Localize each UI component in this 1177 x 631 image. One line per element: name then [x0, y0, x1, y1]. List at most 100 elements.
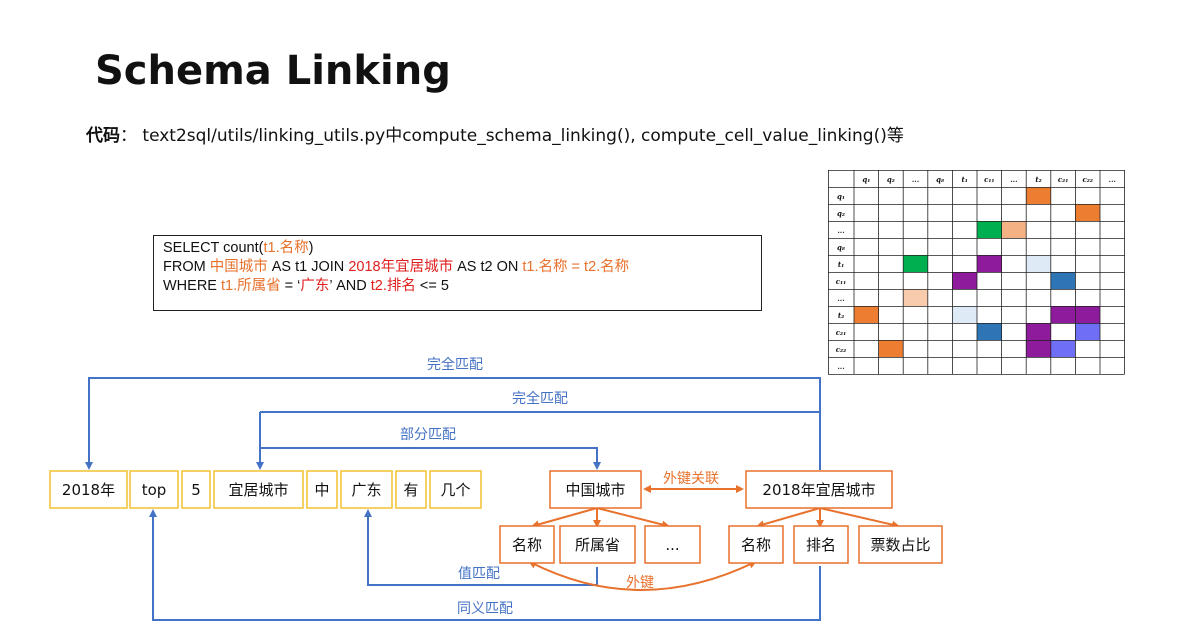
token-box: [306, 470, 338, 509]
sql-column-ref: t1.名称: [263, 240, 309, 256]
token-text: 5: [191, 481, 201, 499]
value-match-link: [364, 509, 598, 586]
sql-table-ref: 中国城市: [209, 259, 268, 275]
matrix-cell-filled: [1050, 306, 1076, 323]
sql-text: ): [308, 240, 314, 256]
exact-match-label-1: 完全匹配: [427, 356, 483, 373]
orange-links: [528, 485, 900, 591]
matrix-cell-filled: [1026, 340, 1051, 357]
token-box: [49, 470, 128, 509]
code-reference: 代码： text2sql/utils/linking_utils.py中comp…: [86, 121, 904, 146]
column-label: 票数占比: [870, 536, 930, 554]
matrix-col-header: t₂: [1035, 175, 1041, 184]
sql-column-ref: t1.所属省: [221, 278, 281, 294]
synonym-match-link: [149, 509, 821, 621]
sql-line-2: FROM 中国城市 AS t1 JOIN 2018年宜居城市 AS t2 ON …: [163, 258, 761, 277]
matrix-cell-filled: [1001, 221, 1027, 238]
synonym-match-label: 同义匹配: [457, 601, 513, 617]
question-tokens: 2018年 top 5 宜居城市 中 广东 有 几个: [49, 470, 482, 509]
t2-to-col-vote: [819, 507, 900, 529]
matrix-cell-filled: [1026, 187, 1051, 204]
t2-to-col-name: [756, 507, 821, 529]
t1-to-col-name: [531, 507, 598, 529]
token-text: 中: [314, 481, 329, 499]
sql-text: AS t1 JOIN: [267, 259, 349, 275]
sql-text: <= 5: [415, 278, 449, 294]
matrix-row-header: c₂₂: [836, 345, 846, 354]
matrix-cell-filled: [1050, 340, 1076, 357]
blue-links: [85, 377, 821, 621]
matrix-col-header: ...: [912, 175, 919, 184]
token-text: 几个: [440, 481, 470, 499]
token-box: [429, 470, 482, 509]
sql-text: SELECT count(: [163, 240, 264, 256]
matrix-cell-filled: [977, 221, 1002, 238]
matrix-row-header: c₁₁: [836, 277, 846, 286]
token-box: [340, 470, 393, 509]
column-label: 名称: [512, 536, 542, 554]
sql-text: FROM: [163, 259, 210, 275]
matrix-cell-filled: [903, 289, 928, 306]
matrix-col-header: ...: [1010, 175, 1017, 184]
matrix-row-header: ...: [837, 226, 844, 235]
sql-text: AS t2 ON: [453, 259, 523, 275]
column-node: [499, 525, 555, 564]
matrix-col-header: ...: [1109, 175, 1116, 184]
matrix-col-header: t₁: [962, 175, 968, 184]
matrix-cell-filled: [977, 323, 1002, 340]
schema-columns: 名称 所属省 ... 名称 排名 票数占比: [499, 525, 943, 564]
schema-tables: 中国城市 2018年宜居城市: [549, 470, 893, 509]
token-text: 2018年: [62, 481, 115, 499]
token-text: top: [142, 481, 167, 499]
code-text: text2sql/utils/linking_utils.py中compute_…: [142, 126, 904, 146]
matrix-cell-filled: [952, 272, 977, 289]
matrix-cell-filled: [854, 306, 879, 323]
code-separator: ：: [120, 126, 137, 146]
partial-match-link: [260, 447, 601, 470]
matrix-row-header: t₁: [838, 260, 844, 269]
matrix-cell-filled: [1050, 272, 1076, 289]
sql-table-ref: 2018年宜居城市: [348, 259, 454, 275]
sql-text: WHERE: [163, 278, 221, 294]
matrix-cell-filled: [878, 340, 904, 357]
column-node: [559, 525, 636, 564]
sql-join-condition: t1.名称 = t2.名称: [522, 259, 630, 275]
matrix-cell-filled: [977, 255, 1002, 272]
sql-text: ’ AND: [329, 278, 371, 294]
matrix-row-header: q₈: [837, 243, 845, 252]
column-label: 所属省: [575, 536, 620, 554]
column-node: [728, 525, 784, 564]
exact-match-link-1: [85, 377, 821, 470]
token-text: 广东: [351, 481, 381, 499]
edge-labels: 完全匹配 完全匹配 部分匹配 外键关联 值匹配 外键 同义匹配: [400, 356, 719, 617]
column-label: ...: [665, 536, 679, 554]
matrix-col-header: q₂: [887, 175, 895, 184]
sql-line-3: WHERE t1.所属省 = ‘广东’ AND t2.排名 <= 5: [163, 277, 761, 296]
exact-match-label-2: 完全匹配: [512, 390, 568, 407]
sql-query-box: SELECT count(t1.名称) FROM 中国城市 AS t1 JOIN…: [153, 235, 762, 311]
token-box: [129, 470, 179, 509]
token-box: [213, 470, 304, 509]
code-label: 代码: [86, 126, 120, 146]
token-box: [395, 470, 427, 509]
sql-column-ref: t2.排名: [370, 278, 416, 294]
matrix-row-header: t₂: [838, 311, 844, 320]
matrix-cell-filled: [903, 255, 928, 272]
column-node: [644, 525, 701, 564]
matrix-cell-filled: [1026, 323, 1051, 340]
token-text: 有: [403, 481, 418, 499]
matrix-row-header: q₁: [837, 192, 845, 201]
matrix-cell-filled: [1075, 306, 1100, 323]
foreign-key-curve: [528, 561, 757, 591]
page-title: Schema Linking: [95, 48, 451, 94]
matrix-cell-filled: [1075, 204, 1100, 221]
matrix-cell-filled: [1075, 323, 1100, 340]
token-text: 宜居城市: [228, 481, 288, 499]
t1-to-col-more: [596, 507, 670, 529]
value-match-label: 值匹配: [458, 566, 500, 582]
sql-line-1: SELECT count(t1.名称): [163, 239, 761, 258]
token-box: [181, 470, 211, 509]
matrix-col-header: q₁: [862, 175, 870, 184]
